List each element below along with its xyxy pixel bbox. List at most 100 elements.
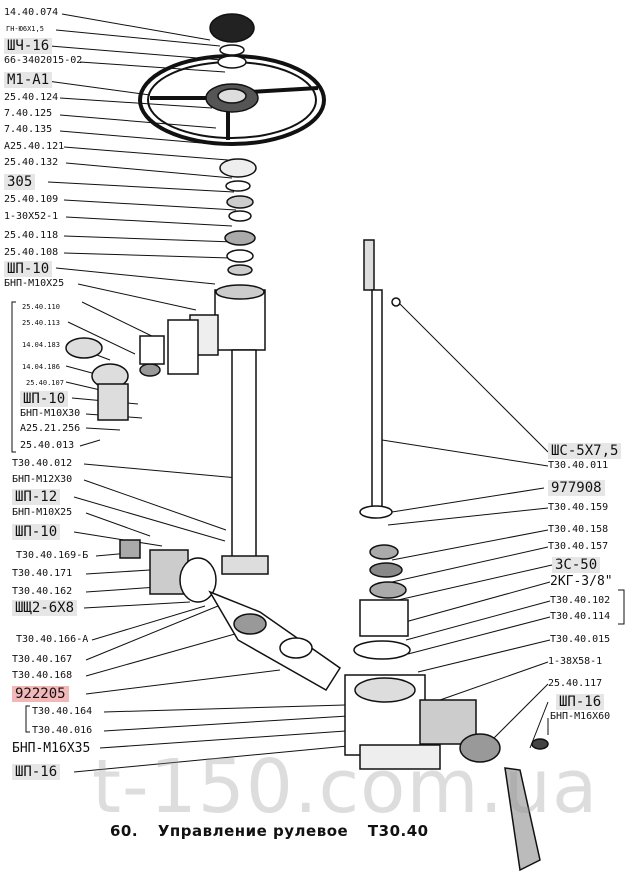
- part-label: ГН-Ю6Х1,5: [6, 25, 44, 33]
- part-label: Т30.40.016: [32, 725, 93, 736]
- shift-rod: [353, 239, 411, 660]
- leader-line: [83, 479, 227, 531]
- leader-line: [79, 439, 101, 447]
- part-label: 7.40.135: [4, 124, 53, 135]
- caption-model: Т30.40: [367, 822, 429, 840]
- part-label: БНП-М10Х25: [4, 278, 65, 289]
- leader-line: [487, 683, 549, 745]
- part-label: Т30.40.158: [548, 524, 609, 535]
- leader-line: [91, 605, 206, 641]
- leader-line: [85, 669, 281, 695]
- leader-line: [73, 496, 226, 542]
- part-label: 305: [4, 174, 36, 190]
- part-label: 14.04.183: [22, 341, 60, 349]
- column-housing: [189, 284, 269, 575]
- leader-line: [397, 301, 549, 453]
- leader-line: [381, 439, 549, 467]
- part-label: Т30.40.167: [12, 654, 73, 665]
- leader-line: [39, 79, 151, 96]
- part-label: М1-А1: [4, 72, 53, 88]
- part-label: Т30.40.159: [548, 502, 609, 513]
- part-label: ШП-16: [12, 764, 61, 780]
- part-label: БНП-М10Х25: [12, 507, 73, 518]
- leader-line: [73, 531, 163, 547]
- caption-number: 60.: [110, 822, 139, 840]
- leader-line: [407, 616, 551, 655]
- leader-line: [85, 569, 151, 575]
- part-label: 25.40.108: [4, 247, 59, 258]
- part-label: А25.40.121: [4, 141, 65, 152]
- part-label: 2КГ-3/8": [550, 574, 613, 589]
- leader-line: [63, 146, 229, 161]
- part-label: ШС-5Х7,5: [548, 443, 622, 459]
- part-label: Т30.40.157: [548, 541, 609, 552]
- caption-title: Управление рулевое: [157, 822, 349, 840]
- leader-line: [63, 252, 231, 259]
- lower-gearbox: [344, 674, 549, 872]
- leader-line: [85, 512, 151, 537]
- leader-line: [529, 701, 549, 749]
- side-gear-assembly: [65, 319, 199, 421]
- leader-line: [49, 45, 223, 61]
- part-label: Т30.40.166-А: [16, 634, 89, 645]
- part-label: 25.40.113: [22, 319, 60, 327]
- leader-line: [103, 704, 346, 713]
- part-label: БНП-М16Х60: [550, 711, 611, 722]
- part-label: 1-30Х52-1: [4, 211, 59, 222]
- leader-line: [397, 581, 551, 625]
- bracket: [25, 705, 30, 733]
- wheel-hub: [205, 13, 259, 113]
- part-label: А25.21.256: [20, 423, 81, 434]
- leader-line: [47, 181, 235, 193]
- part-label: Т30.40.114: [550, 611, 611, 622]
- part-label: 14.04.186: [22, 363, 60, 371]
- part-label: 25.40.107: [26, 379, 64, 387]
- part-label: ШП-12: [12, 489, 61, 505]
- leader-line: [63, 199, 237, 211]
- leader-line: [85, 427, 121, 431]
- leader-line: [99, 729, 361, 749]
- part-label: ШП-10: [4, 261, 53, 277]
- part-label: Т30.40.102: [550, 595, 611, 606]
- part-label: Т30.40.015: [550, 634, 611, 645]
- part-label: БНП-М10Х30: [20, 408, 81, 419]
- part-label: БНП-М16Х35: [12, 741, 91, 756]
- leader-line: [405, 600, 551, 641]
- part-label: Т30.40.012: [12, 458, 73, 469]
- part-label: ШП-16: [556, 694, 605, 710]
- part-label: 25.40.013: [20, 440, 75, 451]
- part-label: Т30.40.162: [12, 586, 73, 597]
- part-label: 14.40.074: [4, 7, 59, 18]
- leader-line: [391, 487, 545, 513]
- bracket: [618, 589, 625, 625]
- horizontal-shaft: [119, 539, 342, 692]
- leader-line: [65, 162, 233, 179]
- leader-line: [63, 235, 235, 243]
- part-label: Т30.40.169-Б: [16, 550, 89, 561]
- part-label: 7.40.125: [4, 108, 53, 119]
- figure-caption: 60. Управление рулевое Т30.40: [110, 822, 429, 840]
- leader-line: [55, 267, 216, 285]
- leader-line: [73, 744, 359, 773]
- leader-line: [439, 661, 549, 701]
- leader-line: [397, 564, 553, 601]
- part-label: 25.40.124: [4, 92, 59, 103]
- part-label: 977908: [548, 480, 605, 496]
- leader-line: [417, 639, 551, 673]
- leader-line: [65, 216, 233, 227]
- leader-line: [391, 546, 549, 583]
- leader-line: [59, 114, 217, 129]
- leader-line: [103, 715, 349, 732]
- part-label: 25.40.118: [4, 230, 59, 241]
- part-label: 1-38Х58-1: [548, 656, 603, 667]
- part-label: ШЩ2-6Х8: [12, 600, 78, 616]
- part-label-highlighted: 922205: [12, 686, 69, 702]
- part-label: ШП-10: [12, 524, 61, 540]
- part-label: Т30.40.171: [12, 568, 73, 579]
- part-label: 25.40.109: [4, 194, 59, 205]
- part-label: 25.40.110: [22, 303, 60, 311]
- leader-line: [83, 601, 191, 609]
- part-label: 25.40.117: [548, 678, 603, 689]
